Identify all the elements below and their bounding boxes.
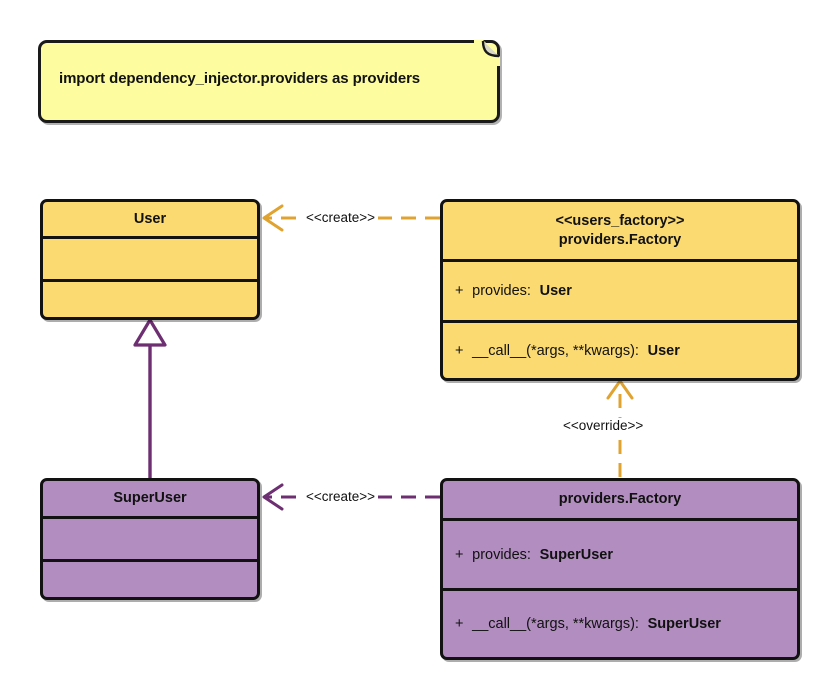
class-title-override-factory: providers.Factory: [443, 481, 797, 521]
method-type: User: [647, 342, 680, 359]
method-type: SuperUser: [647, 616, 721, 632]
attribute-label: provides:: [472, 546, 531, 563]
attribute-label: provides:: [472, 283, 531, 299]
attribute-visibility: +: [455, 546, 464, 563]
class-title-users-factory: <<users_factory>> providers.Factory: [443, 202, 797, 262]
method-row: + __call__(*args, **kwargs): User: [455, 343, 680, 359]
class-title-super-user: SuperUser: [43, 481, 257, 519]
class-attributes-users-factory: + provides: User: [443, 262, 797, 323]
class-box-users-factory[interactable]: <<users_factory>> providers.Factory + pr…: [440, 199, 800, 381]
class-name-user: User: [133, 210, 167, 227]
class-title-user: User: [43, 202, 257, 239]
method-label: __call__(*args, **kwargs):: [472, 342, 639, 359]
import-note: import dependency_injector.providers as …: [38, 40, 500, 123]
class-methods-override-factory: + __call__(*args, **kwargs): SuperUser: [443, 591, 797, 657]
class-methods-super-user: [43, 562, 257, 597]
class-box-user[interactable]: User: [40, 199, 260, 320]
note-fold-corner-icon: [474, 40, 500, 66]
edge-inheritance: [133, 318, 167, 478]
attribute-visibility: +: [455, 283, 464, 299]
class-name-users-factory: providers.Factory: [558, 231, 682, 248]
edge-label-override: <<override>>: [560, 418, 647, 433]
attribute-row: + provides: SuperUser: [455, 547, 613, 563]
class-name-override-factory: providers.Factory: [558, 491, 682, 508]
edge-label-create-super-user: <<create>>: [303, 489, 379, 504]
attribute-type: SuperUser: [539, 546, 613, 563]
class-methods-user: [43, 282, 257, 317]
class-box-override-factory[interactable]: providers.Factory + provides: SuperUser …: [440, 478, 800, 660]
method-row: + __call__(*args, **kwargs): SuperUser: [455, 616, 721, 632]
class-box-super-user[interactable]: SuperUser: [40, 478, 260, 600]
class-stereotype-users-factory: <<users_factory>>: [555, 212, 685, 229]
class-attributes-override-factory: + provides: SuperUser: [443, 521, 797, 591]
note-text: import dependency_injector.providers as …: [59, 70, 421, 87]
method-visibility: +: [455, 342, 464, 359]
attribute-type: User: [539, 283, 572, 299]
attribute-row: + provides: User: [455, 283, 572, 299]
method-label: __call__(*args, **kwargs):: [472, 616, 639, 632]
class-name-super-user: SuperUser: [113, 490, 187, 507]
method-visibility: +: [455, 616, 464, 632]
class-attributes-user: [43, 239, 257, 282]
class-attributes-super-user: [43, 519, 257, 562]
class-methods-users-factory: + __call__(*args, **kwargs): User: [443, 323, 797, 378]
edge-label-create-user: <<create>>: [303, 210, 379, 225]
